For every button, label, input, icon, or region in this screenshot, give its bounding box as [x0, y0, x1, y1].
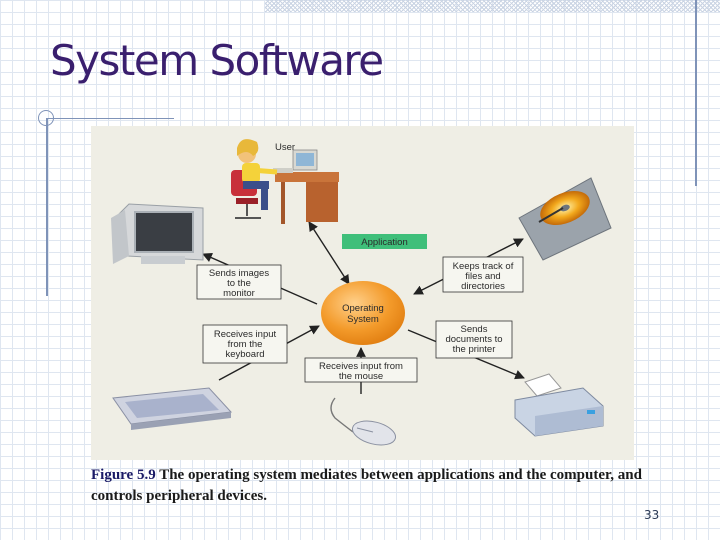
box-keeps-track: Keeps track of files and directories — [442, 256, 524, 293]
page-number: 33 — [644, 508, 660, 522]
keyboard-illustration — [112, 387, 233, 430]
printer-illustration — [514, 373, 604, 437]
sends-documents-line3: the printer — [453, 344, 496, 355]
caption-prefix: Figure 5.9 — [91, 467, 156, 483]
receives-keyboard-line3: keyboard — [225, 349, 264, 360]
top-pattern-band — [265, 0, 720, 12]
hard-disk-illustration — [518, 177, 612, 261]
receives-keyboard-line1: Receives input — [214, 329, 277, 340]
os-diagram-svg: User Application Operating System — [111, 139, 612, 446]
os-label-line2: System — [347, 314, 379, 325]
box-sends-images: Sends images to the monitor — [196, 264, 282, 300]
sends-images-line2: to the — [227, 278, 251, 289]
sends-documents-line1: Sends — [461, 324, 488, 335]
mouse-illustration — [330, 397, 397, 446]
keeps-track-line1: Keeps track of — [453, 261, 514, 272]
receives-mouse-line1: Receives input from — [319, 361, 403, 372]
user-at-desk-illustration — [231, 139, 339, 224]
figure-diagram: User Application Operating System — [91, 126, 634, 460]
sends-images-line1: Sends images — [209, 268, 269, 279]
right-vertical-rule — [695, 0, 697, 186]
keeps-track-line3: directories — [461, 281, 505, 292]
sends-images-line3: monitor — [223, 288, 255, 299]
caption-text: The operating system mediates between ap… — [91, 467, 642, 504]
os-label-line1: Operating — [342, 303, 384, 314]
monitor-illustration — [111, 203, 204, 264]
left-vertical-rule — [46, 118, 48, 296]
application-label: Application — [361, 237, 407, 248]
horizontal-rule — [46, 118, 174, 119]
figure-caption: Figure 5.9 The operating system mediates… — [91, 465, 681, 507]
receives-mouse-line2: the mouse — [339, 371, 383, 382]
box-sends-documents: Sends documents to the printer — [435, 320, 513, 359]
application-tag: Application — [342, 234, 427, 249]
sends-documents-line2: documents to — [445, 334, 502, 345]
operating-system-node: Operating System — [321, 281, 405, 345]
arrow-user — [308, 221, 350, 285]
slide-title: System Software — [50, 36, 384, 85]
user-label: User — [275, 142, 295, 153]
circle-ornament — [38, 110, 54, 126]
receives-keyboard-line2: from the — [228, 339, 263, 350]
box-receives-keyboard: Receives input from the keyboard — [202, 324, 288, 364]
box-receives-mouse: Receives input from the mouse — [304, 357, 418, 383]
keeps-track-line2: files and — [465, 271, 500, 282]
